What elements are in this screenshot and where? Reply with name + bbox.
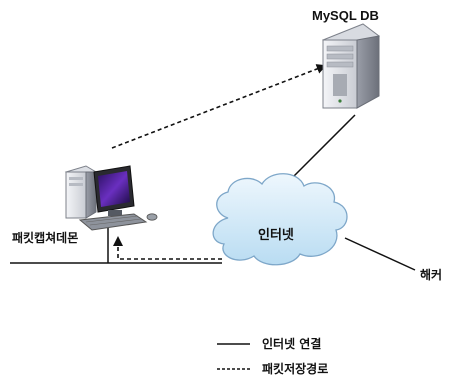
internet-to-hacker-line — [344, 237, 416, 271]
capture-pc-icon — [64, 165, 158, 231]
hacker-label: 해커 — [420, 268, 443, 282]
internet-connections — [10, 114, 416, 271]
internet-cloud-icon — [212, 173, 348, 266]
internet-label: 인터넷 — [258, 228, 294, 243]
packet-storage-paths — [111, 64, 327, 260]
legend-dashed-label: 패킷저장경로 — [262, 362, 329, 376]
mysql-db-label: MySQL DB — [312, 8, 379, 23]
internet-to-pc-dashed-arrow — [113, 236, 222, 260]
legend — [217, 343, 250, 370]
pc-to-db-dashed-arrow — [111, 64, 327, 149]
legend-solid-label: 인터넷 연결 — [262, 337, 322, 351]
mysql-server-icon — [321, 23, 381, 109]
capture-daemon-label: 패킷캡쳐데몬 — [12, 231, 79, 245]
